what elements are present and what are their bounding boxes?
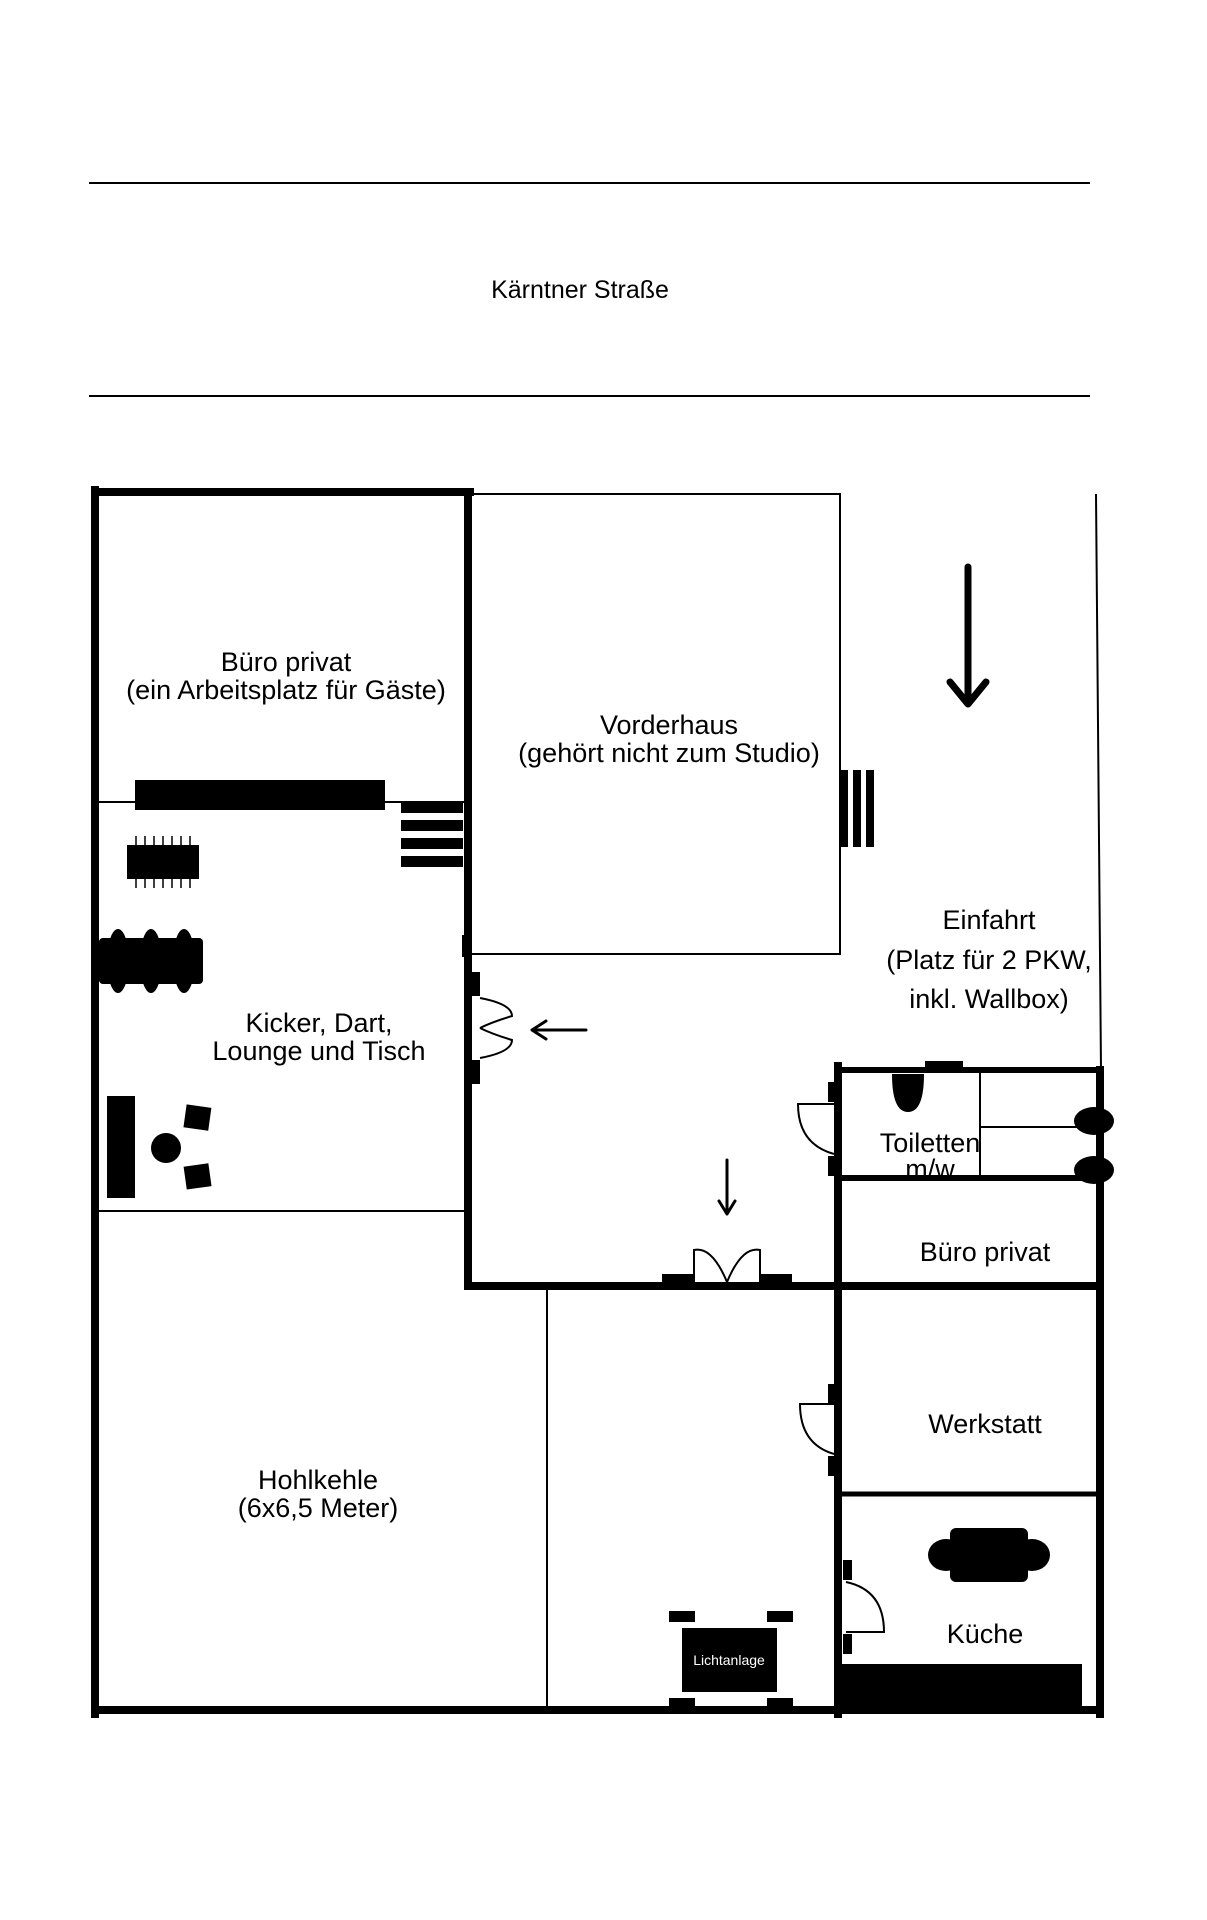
lichtanlage-box bbox=[682, 1628, 777, 1692]
dart-board-bar bbox=[107, 1096, 135, 1198]
desk-buero bbox=[135, 780, 385, 810]
label-werkstatt: Werkstatt bbox=[928, 1409, 1042, 1439]
label-toiletten-2: m/w bbox=[905, 1154, 955, 1184]
toilet-fixtures bbox=[892, 1074, 1114, 1184]
stairs-lounge bbox=[401, 802, 463, 867]
wall-marker-lounge bbox=[462, 935, 470, 957]
label-hohlkehle-1: Hohlkehle bbox=[258, 1465, 378, 1495]
street-name: Kärntner Straße bbox=[491, 276, 669, 304]
label-kicker-2: Lounge und Tisch bbox=[212, 1036, 425, 1066]
round-table-icon bbox=[151, 1133, 181, 1163]
doors bbox=[462, 935, 963, 1654]
label-einfahrt-3: inkl. Wallbox) bbox=[909, 984, 1069, 1014]
street: Kärntner Straße bbox=[89, 182, 1090, 397]
wall-marker-annex-top bbox=[925, 1061, 963, 1072]
arrows bbox=[530, 563, 990, 1216]
door-kueche bbox=[843, 1560, 886, 1654]
label-lichtanlage: Lichtanlage bbox=[693, 1652, 765, 1668]
label-buero-privat-right: Büro privat bbox=[920, 1237, 1051, 1267]
lounge-sofa-icon bbox=[99, 929, 203, 993]
kitchen-counter bbox=[842, 1664, 1082, 1710]
door-studio bbox=[798, 1384, 837, 1476]
label-buero-privat-top-2: (ein Arbeitsplatz für Gäste) bbox=[126, 675, 446, 705]
label-buero-privat-top-1: Büro privat bbox=[221, 647, 352, 677]
stairs-vorderhaus bbox=[840, 770, 874, 847]
einfahrt-right-edge bbox=[1095, 493, 1102, 1071]
door-entrance-side bbox=[471, 972, 514, 1084]
lighting-rig bbox=[669, 1611, 793, 1709]
room-labels: Büro privat (ein Arbeitsplatz für Gäste)… bbox=[126, 647, 1092, 1668]
chair-icon bbox=[183, 1104, 212, 1131]
label-einfahrt-1: Einfahrt bbox=[942, 905, 1036, 935]
label-kueche: Küche bbox=[947, 1619, 1024, 1649]
arrow-einfahrt bbox=[946, 563, 990, 708]
door-toilets bbox=[796, 1082, 837, 1176]
label-hohlkehle-2: (6x6,5 Meter) bbox=[238, 1493, 399, 1523]
label-toiletten-1: Toiletten bbox=[880, 1128, 981, 1158]
label-einfahrt-2: (Platz für 2 PKW, bbox=[886, 945, 1092, 975]
arrow-entrance-side bbox=[530, 1019, 588, 1041]
label-vorderhaus-2: (gehört nicht zum Studio) bbox=[518, 738, 820, 768]
arrow-entrance-bottom bbox=[717, 1158, 737, 1216]
label-kicker-1: Kicker, Dart, bbox=[245, 1008, 392, 1038]
vorderhaus-outline bbox=[467, 493, 841, 955]
chair-icon bbox=[183, 1163, 212, 1190]
door-entrance-bottom bbox=[662, 1248, 792, 1286]
kitchen-table-icon bbox=[928, 1528, 1050, 1582]
kicker-table-icon bbox=[127, 836, 199, 888]
label-vorderhaus-1: Vorderhaus bbox=[600, 710, 738, 740]
furniture bbox=[99, 780, 1114, 1710]
